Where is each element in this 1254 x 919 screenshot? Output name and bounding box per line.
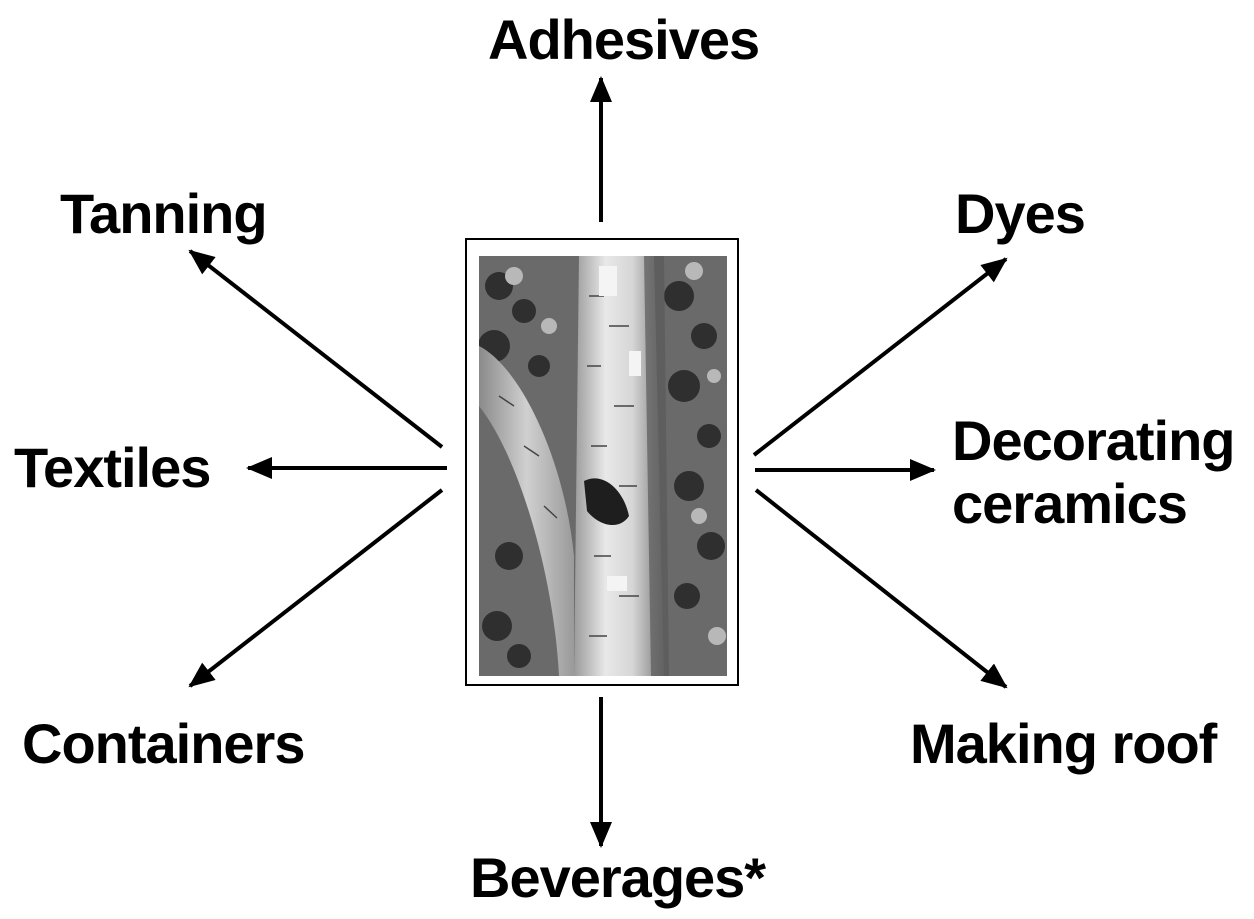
arrow-to-tanning (188, 249, 444, 449)
photo-frame (465, 238, 739, 686)
label-beverages: Beverages* (470, 846, 766, 909)
birch-bark-photo (479, 256, 727, 676)
label-making-roof: Making roof (910, 712, 1217, 775)
arrow-to-making-roof (754, 488, 1008, 689)
label-tanning: Tanning (60, 182, 268, 245)
label-dyes: Dyes (955, 182, 1086, 245)
arrow-to-containers (188, 488, 444, 688)
arrow-to-dyes (752, 257, 1008, 457)
label-containers: Containers (22, 712, 305, 775)
label-decorating-line1: Decorating (952, 409, 1235, 472)
label-adhesives: Adhesives (488, 8, 760, 71)
label-decorating-ceramics: Decorating ceramics (952, 409, 1235, 535)
birch-tree-image (479, 256, 727, 676)
label-decorating-line2: ceramics (952, 471, 1188, 535)
label-textiles: Textiles (14, 436, 211, 499)
